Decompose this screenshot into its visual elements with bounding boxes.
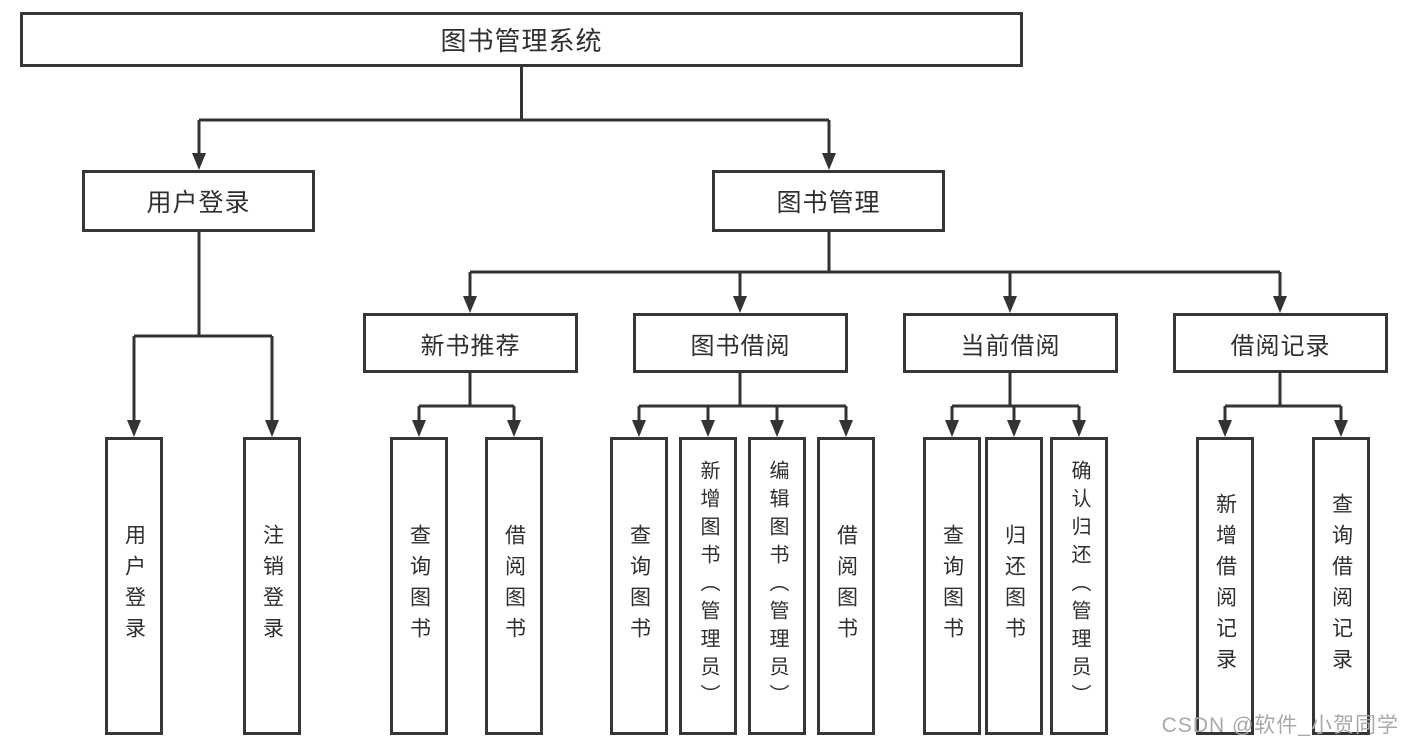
leaf-label: 编辑图书（管理员）	[766, 460, 788, 712]
leaf-label: 新增借阅记录	[1213, 493, 1237, 679]
leaf-label: 注销登录	[260, 524, 284, 648]
node-leaf-confirm-return-admin: 确认归还（管理员）	[1050, 437, 1108, 735]
connector-root	[197, 67, 831, 156]
connector-user-login-arrows	[127, 420, 279, 437]
connector-current-borrow-arrows	[945, 420, 1086, 437]
node-leaf-borrow-books-1: 借阅图书	[485, 437, 543, 735]
node-user-login-label: 用户登录	[146, 189, 251, 217]
leaf-label: 归还图书	[1002, 524, 1026, 648]
leaf-label: 查询图书	[940, 524, 964, 648]
node-leaf-add-borrow-record: 新增借阅记录	[1196, 437, 1254, 735]
leaf-label: 借阅图书	[834, 524, 858, 648]
leaf-label: 新增图书（管理员）	[697, 460, 719, 712]
connector-borrow-records	[1223, 373, 1343, 423]
connector-borrow-records-arrows	[1218, 420, 1348, 437]
connector-book-mgmt	[468, 232, 1282, 299]
node-leaf-borrow-books-2: 借阅图书	[817, 437, 875, 735]
node-root-label: 图书管理系统	[440, 26, 603, 56]
node-leaf-query-books-1: 查询图书	[390, 437, 448, 735]
leaf-label: 查询图书	[407, 524, 431, 648]
node-current-borrowing-label: 当前借阅	[960, 332, 1061, 360]
leaf-label: 用户登录	[122, 524, 146, 648]
node-new-book-recommend-label: 新书推荐	[420, 332, 521, 360]
connector-book-borrow-arrows	[632, 420, 853, 437]
node-leaf-query-books-3: 查询图书	[923, 437, 981, 735]
node-leaf-add-books-admin: 新增图书（管理员）	[679, 437, 737, 735]
connector-current-borrow	[950, 373, 1081, 423]
connector-new-books-arrows	[412, 420, 521, 437]
node-new-book-recommend: 新书推荐	[363, 313, 578, 373]
node-leaf-user-login: 用户登录	[105, 437, 163, 735]
node-borrowing-records-label: 借阅记录	[1230, 332, 1331, 360]
connector-book-mgmt-arrows	[463, 296, 1287, 313]
node-root: 图书管理系统	[20, 12, 1023, 67]
node-borrowing-records: 借阅记录	[1173, 313, 1388, 373]
connector-book-borrow	[637, 373, 848, 423]
node-leaf-logout: 注销登录	[243, 437, 301, 735]
leaf-label: 确认归还（管理员）	[1068, 460, 1090, 712]
node-book-management-label: 图书管理	[776, 189, 881, 217]
connector-user-login	[132, 232, 274, 423]
node-book-borrowing-label: 图书借阅	[690, 332, 791, 360]
leaf-label: 借阅图书	[502, 524, 526, 648]
csdn-watermark: CSDN @软件_小贺同学	[1161, 714, 1399, 737]
node-leaf-query-books-2: 查询图书	[610, 437, 668, 735]
leaf-label: 查询图书	[627, 524, 651, 648]
node-leaf-query-borrow-record: 查询借阅记录	[1312, 437, 1370, 735]
node-book-management: 图书管理	[712, 170, 945, 232]
connector-root-arrows	[192, 153, 836, 170]
node-leaf-return-books: 归还图书	[985, 437, 1043, 735]
connector-new-books	[417, 373, 516, 423]
node-leaf-edit-books-admin: 编辑图书（管理员）	[748, 437, 806, 735]
node-user-login: 用户登录	[82, 170, 315, 232]
leaf-label: 查询借阅记录	[1329, 493, 1353, 679]
node-current-borrowing: 当前借阅	[903, 313, 1118, 373]
node-book-borrowing: 图书借阅	[633, 313, 848, 373]
